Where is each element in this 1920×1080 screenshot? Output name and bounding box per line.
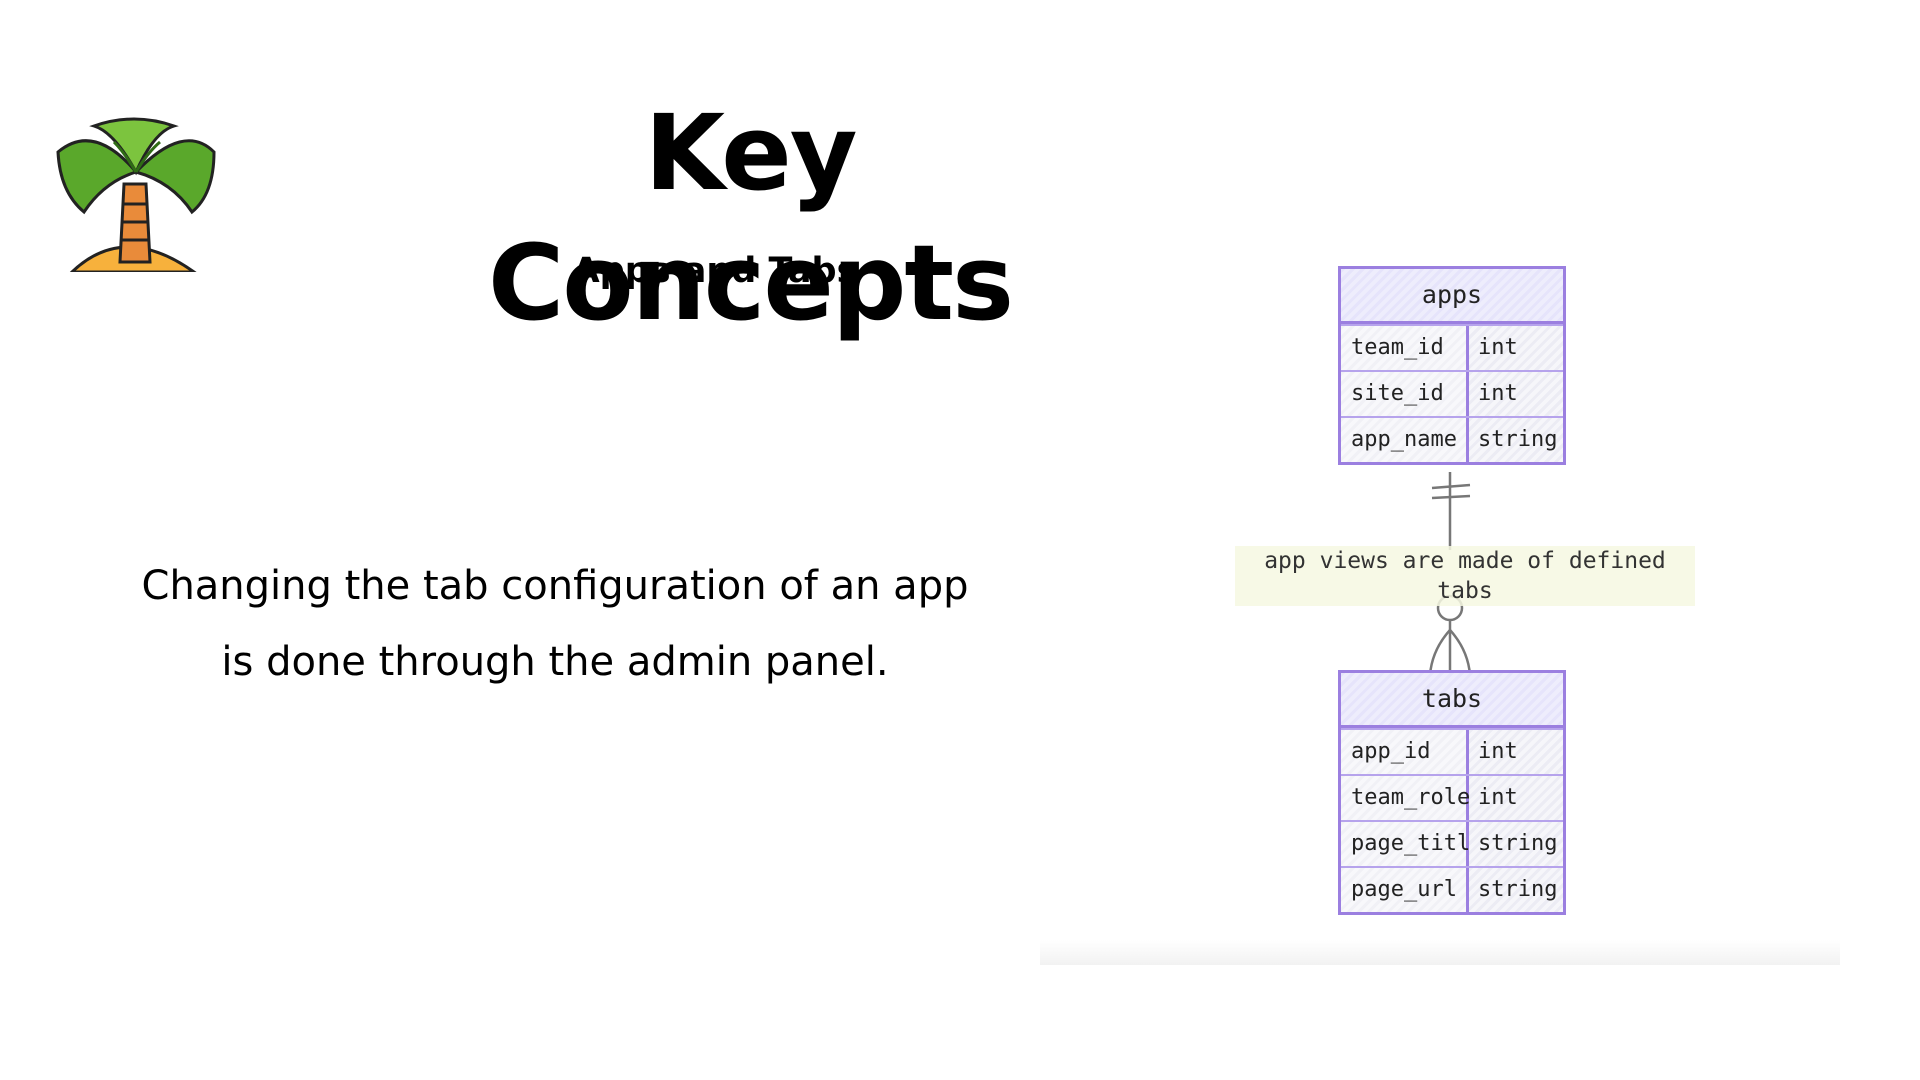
field-name: app_id [1341,730,1469,774]
description-line-2: is done through the admin panel. [221,639,889,685]
entity-tabs-field: page_url string [1341,866,1563,912]
entity-apps: apps team_id int site_id int app_name st… [1338,266,1566,465]
entity-apps-field: team_id int [1341,324,1563,370]
field-type: string [1469,822,1563,866]
palm-tree-icon [56,117,216,272]
entity-tabs-field: team_role int [1341,774,1563,820]
page-subtitle: Apps and Tabs [572,251,858,291]
field-name: team_id [1341,326,1469,370]
entity-tabs-field: page_title string [1341,820,1563,866]
field-name: page_title [1341,822,1483,866]
entity-apps-field: site_id int [1341,370,1563,416]
field-type: int [1469,326,1563,370]
diagram-bottom-edge [1040,940,1840,965]
er-diagram: apps team_id int site_id int app_name st… [1040,250,1840,965]
entity-apps-field: app_name string [1341,416,1563,462]
field-type: int [1469,776,1563,820]
entity-tabs-field: app_id int [1341,728,1563,774]
field-type: string [1469,868,1563,912]
field-name: page_url [1341,868,1469,912]
description-text: Changing the tab configuration of an app… [110,548,1000,700]
description-line-1: Changing the tab configuration of an app [141,563,969,609]
entity-apps-name: apps [1341,269,1563,324]
field-name: team_role [1341,776,1470,820]
field-name: app_name [1341,418,1469,462]
field-type: int [1469,372,1563,416]
page-title: Key Concepts [487,92,1014,344]
entity-tabs-name: tabs [1341,673,1563,728]
entity-tabs: tabs app_id int team_role int page_title… [1338,670,1566,915]
field-type: string [1469,418,1563,462]
relationship-label: app views are made of defined tabs [1235,546,1695,606]
field-type: int [1469,730,1563,774]
field-name: site_id [1341,372,1469,416]
